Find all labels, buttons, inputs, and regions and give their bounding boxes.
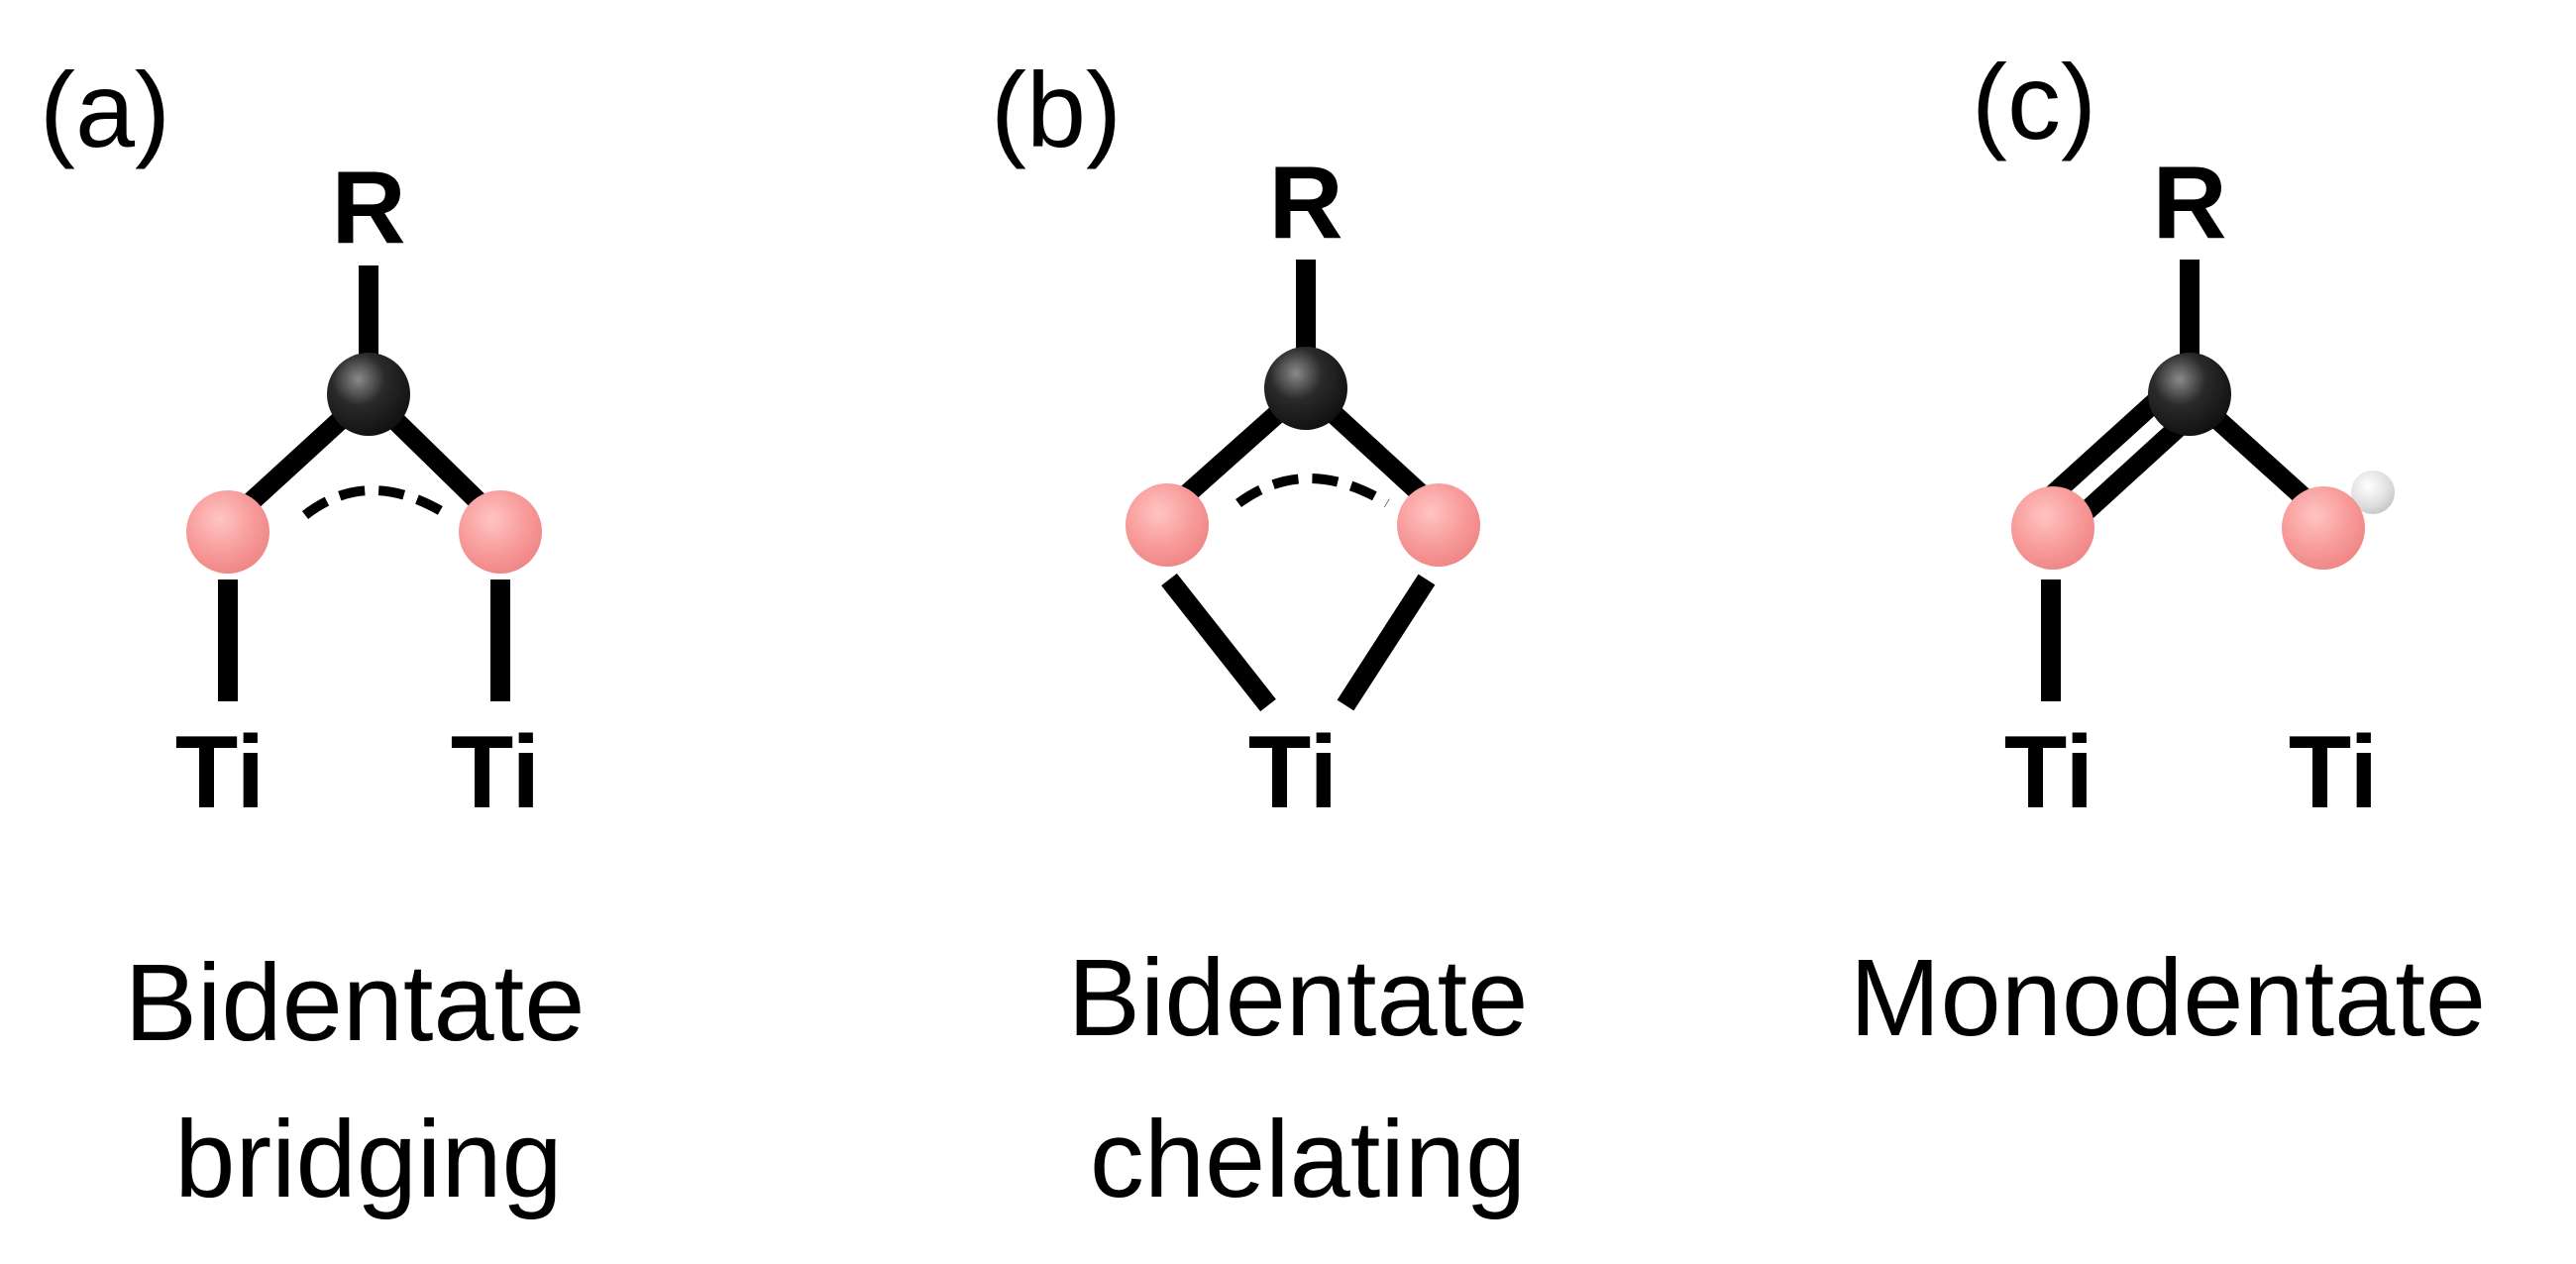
atom-label-ti-left: Ti — [2004, 715, 2094, 830]
atom-label-ti-left: Ti — [175, 715, 266, 830]
delocalized-bond-dashed — [301, 485, 451, 520]
panel-a: (a) R Ti Ti Bidentate bridging — [40, 50, 585, 1220]
bond-oxygen-ti-right — [1337, 574, 1436, 711]
atom-label-r: R — [331, 151, 405, 265]
bond-oxygen-ti-left — [1161, 573, 1276, 712]
caption-line-2: bridging — [174, 1099, 562, 1220]
oxygen-atom-left — [1126, 483, 1209, 567]
caption-line-1: Monodentate — [1850, 937, 2486, 1059]
caption-line-1: Bidentate — [125, 942, 586, 1064]
atom-label-ti-right: Ti — [451, 715, 541, 830]
panel-c: (c) R Ti Ti Monodentate — [1850, 42, 2486, 1059]
carbon-atom — [327, 353, 410, 436]
panel-label-c: (c) — [1972, 42, 2096, 161]
panel-label-a: (a) — [40, 50, 170, 169]
panel-label-b: (b) — [991, 50, 1122, 169]
atom-label-r: R — [2152, 146, 2226, 261]
oxygen-atom-right — [459, 490, 542, 574]
carbon-atom — [1264, 347, 1347, 430]
carbon-atom — [2148, 353, 2231, 436]
oxygen-atom-left — [2011, 486, 2094, 570]
caption-line-1: Bidentate — [1068, 937, 1529, 1059]
atom-label-ti-right: Ti — [2289, 715, 2379, 830]
delocalized-bond-dashed — [1235, 474, 1390, 508]
oxygen-atom-right — [2282, 486, 2365, 570]
atom-label-ti: Ti — [1248, 715, 1339, 830]
oxygen-atom-left — [186, 490, 269, 574]
atom-label-r: R — [1268, 146, 1342, 261]
panel-b: (b) R Ti Bidentate chelating — [991, 50, 1528, 1220]
hydrogen-atom — [2351, 471, 2395, 514]
oxygen-atom-right — [1397, 483, 1480, 567]
caption-line-2: chelating — [1090, 1099, 1526, 1220]
